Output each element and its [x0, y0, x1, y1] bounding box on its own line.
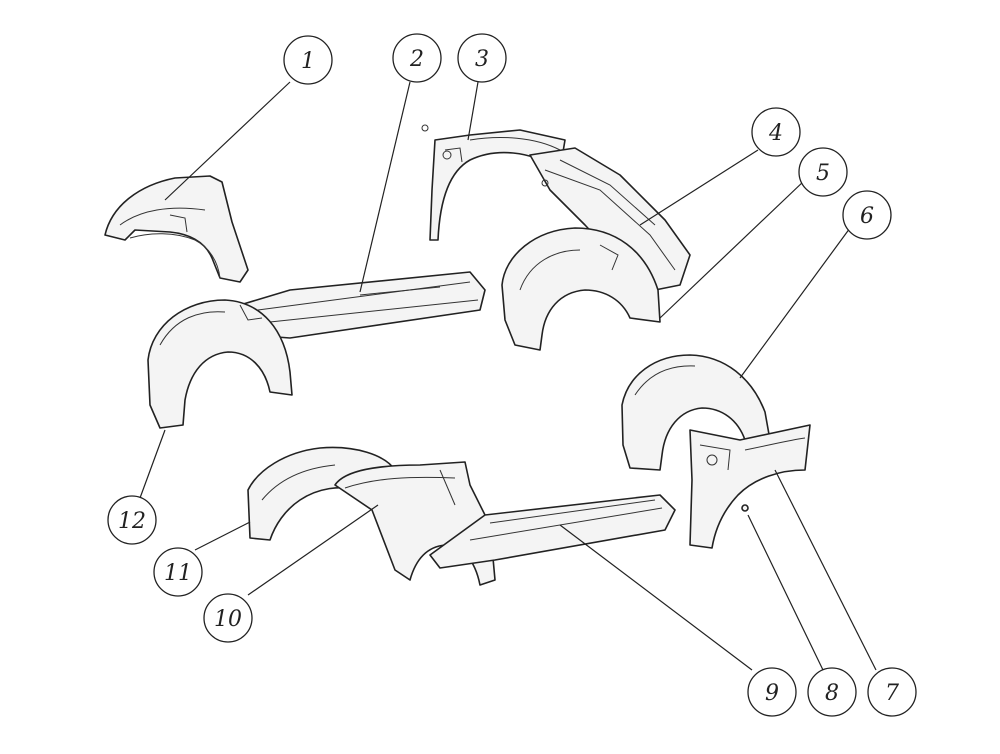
callout-3: 3: [457, 33, 507, 83]
part-9-side-sill: [429, 494, 676, 569]
leader-lines: [139, 81, 877, 671]
callout-6: 6: [842, 190, 892, 240]
callout-10: 10: [203, 593, 253, 643]
svg-text:7: 7: [885, 681, 899, 706]
callout-9: 9: [747, 667, 797, 717]
loose-bolt-marker: [421, 124, 429, 132]
part-3-rear-wheel-arch-outer: [429, 129, 566, 241]
callout-7: 7: [867, 667, 917, 717]
callout-4: 4: [751, 107, 801, 157]
svg-text:1: 1: [301, 49, 315, 74]
svg-text:3: 3: [475, 47, 489, 72]
callout-5: 5: [798, 147, 848, 197]
part-1-front-fender-upper: [104, 175, 249, 283]
part-4-inner-beam: [529, 147, 691, 291]
svg-text:11: 11: [164, 561, 192, 586]
callout-2: 2: [392, 33, 442, 83]
callout-11: 11: [153, 547, 203, 597]
svg-text:5: 5: [816, 161, 830, 186]
part-10-rear-fender: [334, 461, 496, 586]
part-7-quarter-arch: [689, 424, 811, 549]
callout-1: 1: [283, 35, 333, 85]
part-12-front-wheelhouse-liner: [147, 299, 293, 429]
svg-text:9: 9: [765, 681, 779, 706]
svg-text:10: 10: [214, 607, 242, 632]
part-8-bolt: [741, 504, 749, 512]
svg-text:8: 8: [825, 681, 839, 706]
svg-text:12: 12: [118, 509, 146, 534]
callout-8: 8: [807, 667, 857, 717]
part-5-rear-wheelhouse-liner: [501, 227, 661, 351]
callout-12: 12: [107, 495, 157, 545]
svg-text:6: 6: [860, 204, 874, 229]
svg-text:2: 2: [409, 47, 424, 72]
svg-text:4: 4: [768, 121, 783, 146]
